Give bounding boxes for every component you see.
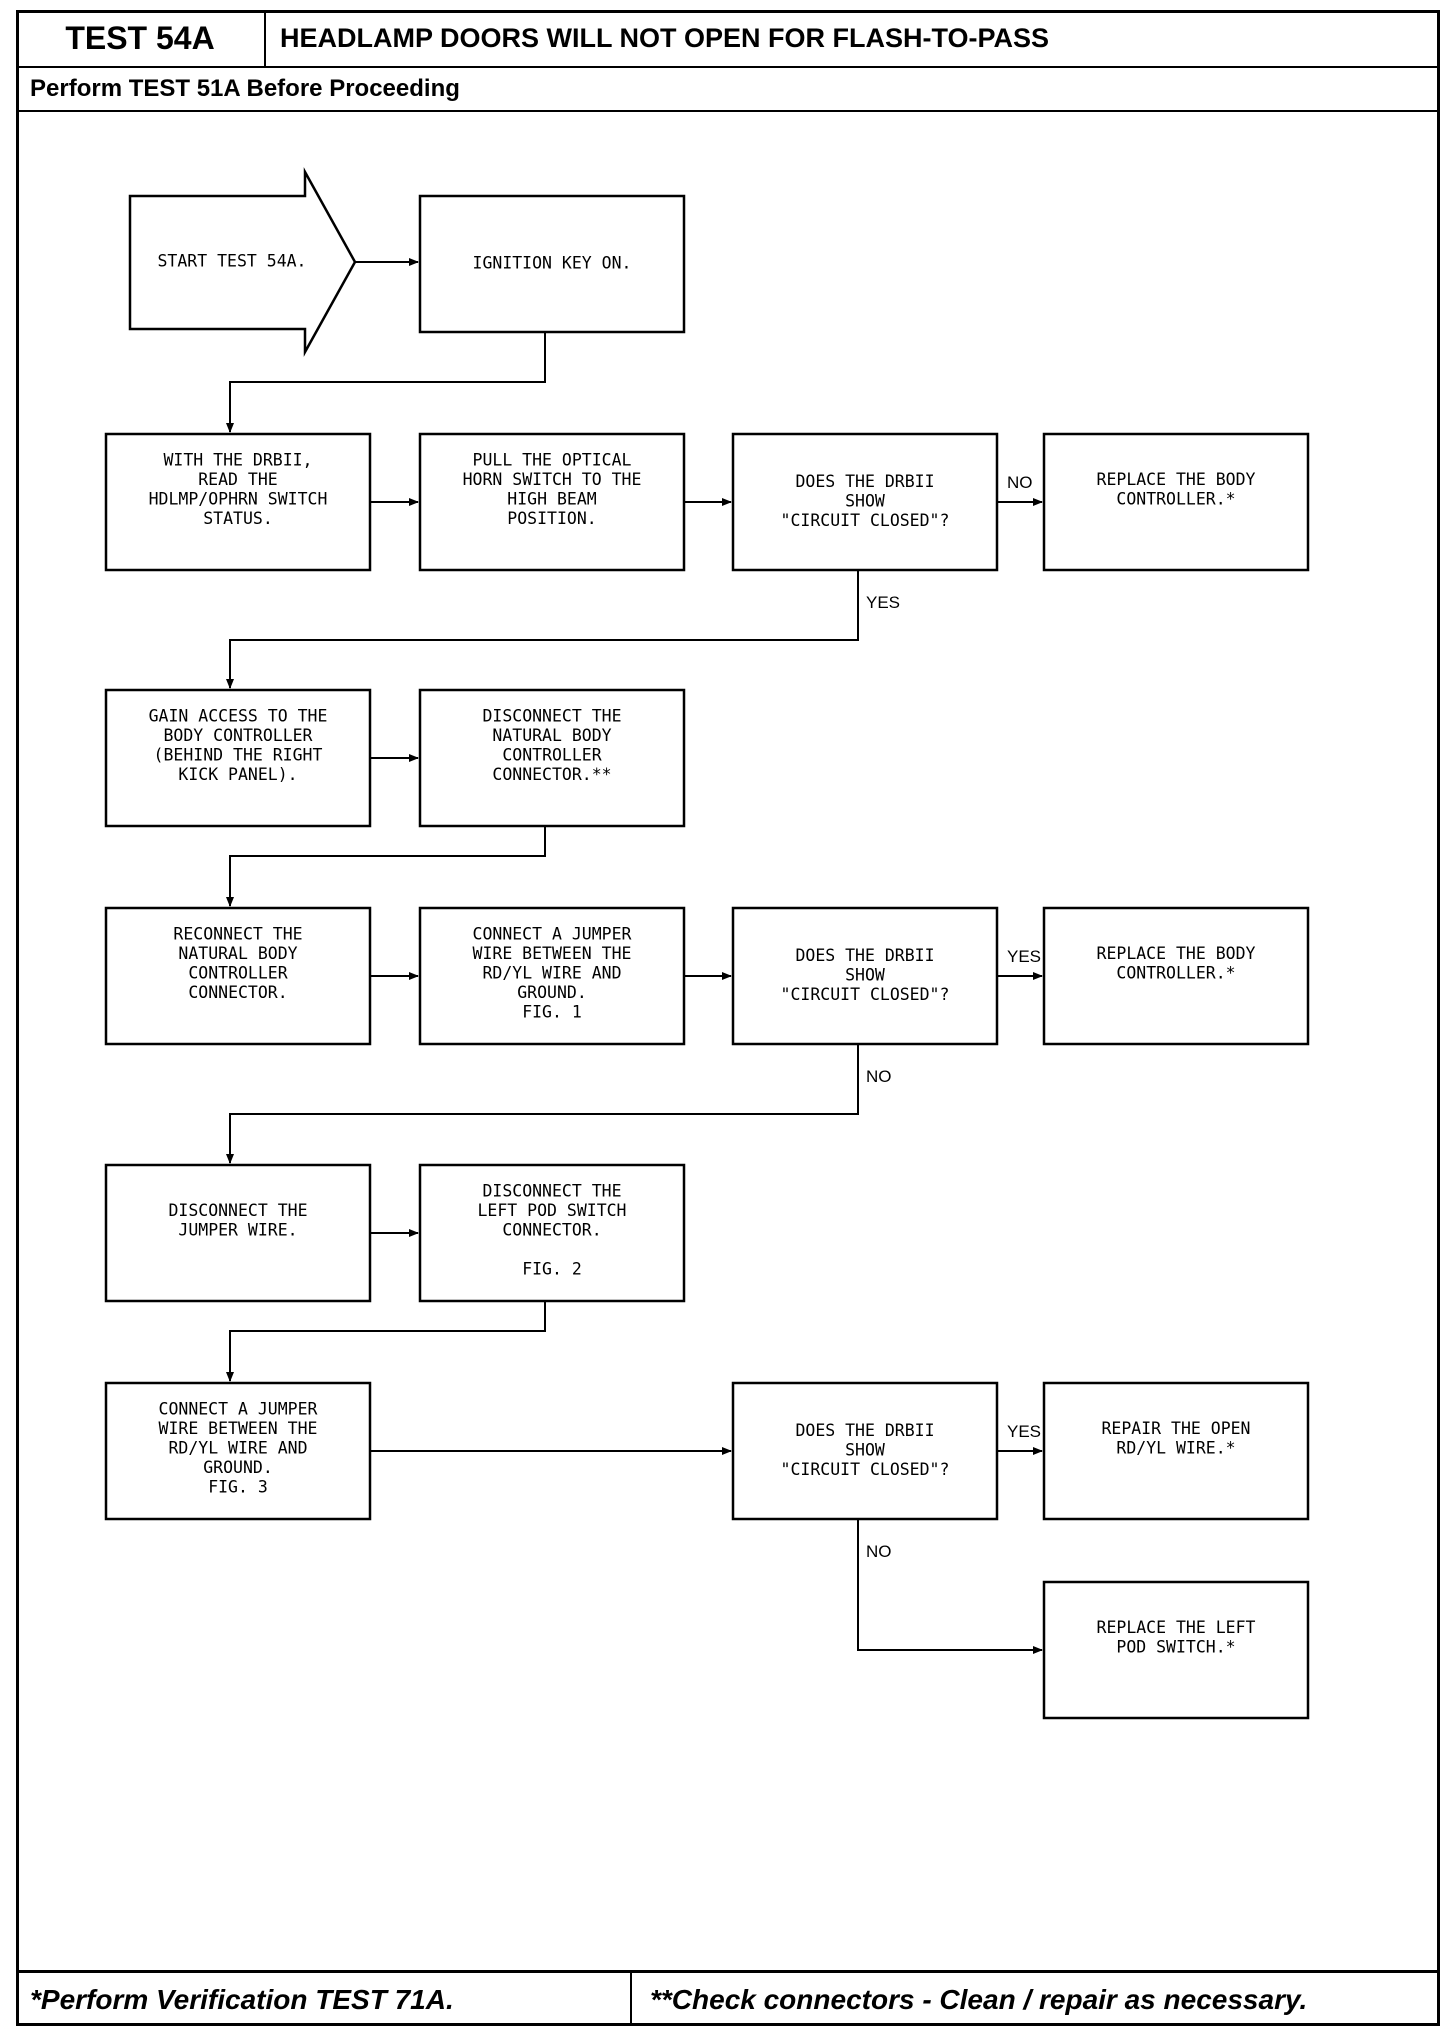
step-text-replace-pod: REPLACE THE LEFT [1097, 1618, 1256, 1637]
footer-connector-note: **Check connectors - Clean / repair as n… [632, 1970, 1440, 2026]
step-text-replace-body-2: CONTROLLER.* [1116, 963, 1235, 982]
box-replace-pod [1042, 1580, 1310, 1720]
step-text-read-status: READ THE [198, 470, 277, 489]
step-text-disconnect-natural: DISCONNECT THE [482, 706, 621, 725]
connector-decision3-no [857, 1519, 1043, 1654]
step-text-reconnect-natural: CONNECTOR. [188, 983, 287, 1002]
step-text-pull-horn: HORN SWITCH TO THE [463, 470, 642, 489]
step-text-decision-3: SHOW [845, 1441, 885, 1460]
step-text-ignition: IGNITION KEY ON. [473, 254, 632, 273]
step-text-disconnect-natural: NATURAL BODY [492, 726, 611, 745]
step-text-decision-1: DOES THE DRBII [795, 472, 934, 491]
step-text-connect-jumper-1: GROUND. [517, 983, 587, 1002]
branch-label-d3-yes: YES [1007, 1422, 1041, 1441]
step-text-decision-2: DOES THE DRBII [795, 946, 934, 965]
step-text-repair-open: RD/YL WIRE.* [1116, 1438, 1235, 1457]
connector-decision2-no [226, 1044, 859, 1164]
branch-label-d3-no: NO [866, 1542, 892, 1561]
page-frame [16, 10, 1440, 2026]
step-text-pull-horn: PULL THE OPTICAL [473, 450, 632, 469]
box-ignition [418, 194, 686, 334]
step-text-replace-body-1: REPLACE THE BODY [1097, 470, 1256, 489]
step-text-decision-1: "CIRCUIT CLOSED"? [781, 511, 950, 530]
step-text-reconnect-natural: CONTROLLER [188, 963, 287, 982]
flowchart: NO YES YES NO YES NO START TEST 54A. IGNI… [104, 167, 1310, 1720]
branch-label-d1-yes: YES [866, 593, 900, 612]
step-text-disconnect-pod: LEFT POD SWITCH [477, 1201, 626, 1220]
step-text-connect-jumper-1: FIG. 1 [522, 1003, 582, 1022]
step-text-reconnect-natural: RECONNECT THE [173, 924, 302, 943]
step-text-disconnect-natural: CONTROLLER [502, 745, 601, 764]
connector-disconnect-reconnect [226, 826, 546, 907]
branch-label-d2-no: NO [866, 1067, 892, 1086]
step-text-replace-pod: POD SWITCH.* [1116, 1637, 1235, 1656]
connector-decision1-yes [226, 570, 859, 689]
step-text-decision-2: "CIRCUIT CLOSED"? [781, 985, 950, 1004]
test-title: HEADLAMP DOORS WILL NOT OPEN FOR FLASH-T… [266, 10, 1440, 68]
step-text-read-status: WITH THE DRBII, [163, 450, 312, 469]
footer-verification-note: *Perform Verification TEST 71A. [16, 1970, 632, 2026]
box-disconnect-natural [418, 688, 686, 828]
step-text-connect-jumper-1: CONNECT A JUMPER [473, 925, 632, 944]
step-text-gain-access: GAIN ACCESS TO THE [149, 706, 328, 725]
connector-pod-jumper3 [226, 1301, 546, 1382]
test-id: TEST 54A [16, 10, 266, 68]
box-replace-body-1 [1042, 432, 1310, 572]
step-text-decision-1: SHOW [845, 492, 885, 511]
box-repair-open [1042, 1381, 1310, 1521]
step-text-gain-access: KICK PANEL). [178, 765, 297, 784]
step-text-disconnect-pod: CONNECTOR. [502, 1221, 601, 1240]
step-text-disconnect-jumper: DISCONNECT THE [168, 1201, 307, 1220]
prerequisite-note: Perform TEST 51A Before Proceeding [16, 68, 1440, 112]
step-text-decision-3: DOES THE DRBII [795, 1421, 934, 1440]
step-text-read-status: HDLMP/OPHRN SWITCH [149, 489, 328, 508]
step-text-disconnect-natural: CONNECTOR.** [492, 765, 611, 784]
start-arrow-shape [128, 167, 357, 357]
step-text-disconnect-jumper: JUMPER WIRE. [178, 1220, 297, 1239]
step-text-connect-jumper-3: GROUND. [203, 1458, 273, 1477]
branch-label-d2-yes: YES [1007, 947, 1041, 966]
step-text-gain-access: (BEHIND THE RIGHT [154, 745, 323, 764]
step-text-connect-jumper-3: CONNECT A JUMPER [159, 1400, 318, 1419]
step-text-decision-3: "CIRCUIT CLOSED"? [781, 1460, 950, 1479]
step-text-connect-jumper-3: RD/YL WIRE AND [168, 1439, 307, 1458]
step-text-decision-2: SHOW [845, 966, 885, 985]
step-text-connect-jumper-1: RD/YL WIRE AND [482, 964, 621, 983]
step-text-pull-horn: POSITION. [507, 509, 596, 528]
step-text-disconnect-pod: FIG. 2 [522, 1260, 582, 1279]
step-text-reconnect-natural: NATURAL BODY [178, 944, 297, 963]
step-text-replace-body-1: CONTROLLER.* [1116, 489, 1235, 508]
step-text-pull-horn: HIGH BEAM [507, 489, 596, 508]
step-text-replace-body-2: REPLACE THE BODY [1097, 944, 1256, 963]
step-text-connect-jumper-1: WIRE BETWEEN THE [473, 944, 632, 963]
connector-ignition-read [226, 332, 546, 433]
step-text-read-status: STATUS. [203, 509, 273, 528]
step-text-connect-jumper-3: WIRE BETWEEN THE [159, 1419, 318, 1438]
box-disconnect-pod [418, 1163, 686, 1303]
step-text-start: START TEST 54A. [157, 252, 306, 271]
step-text-connect-jumper-3: FIG. 3 [208, 1478, 268, 1497]
box-replace-body-2 [1042, 906, 1310, 1046]
step-text-disconnect-pod: DISCONNECT THE [482, 1182, 621, 1201]
step-text-repair-open: REPAIR THE OPEN [1101, 1419, 1250, 1438]
branch-label-d1-no: NO [1007, 473, 1033, 492]
step-text-gain-access: BODY CONTROLLER [163, 726, 312, 745]
